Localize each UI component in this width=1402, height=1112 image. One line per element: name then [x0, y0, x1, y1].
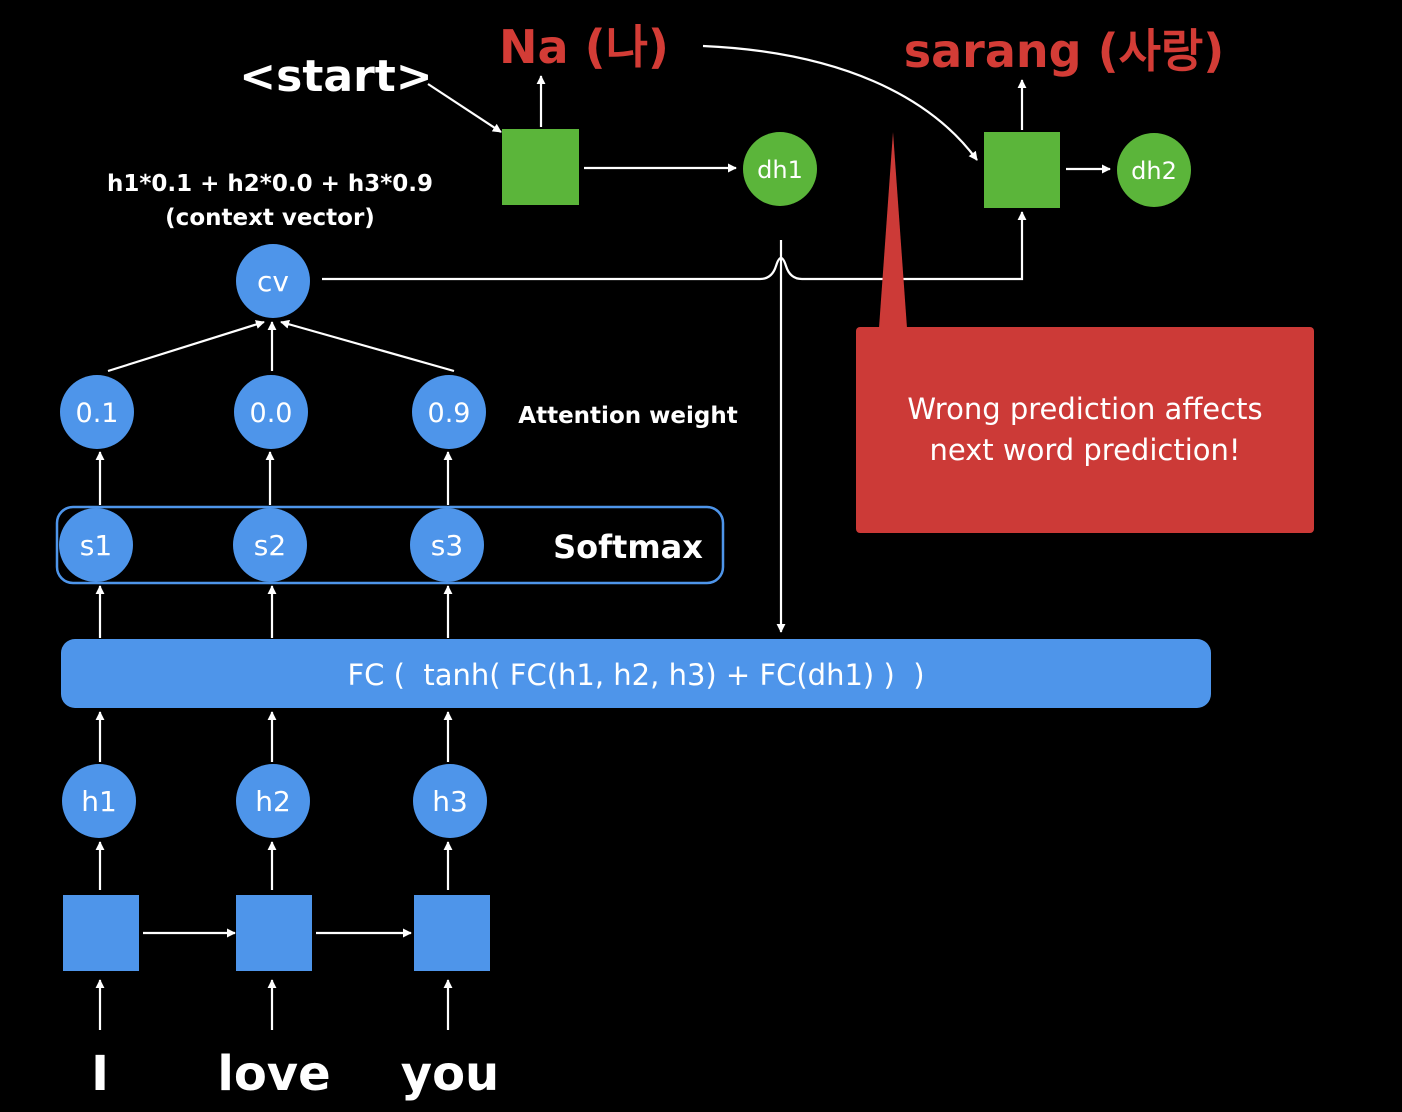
score-s3 [410, 508, 484, 582]
softmax-box [55, 505, 725, 585]
score-s1 [59, 508, 133, 582]
softmax-label: Softmax [553, 528, 703, 566]
score-s3-label: s3 [431, 529, 463, 562]
attention-weight-1 [60, 375, 134, 449]
context-caption: (context vector) [165, 205, 375, 231]
arrow-cv-dec2 [322, 211, 1027, 281]
attention-weight-1-label: 0.1 [76, 398, 119, 429]
decoder-cell-1 [502, 129, 579, 205]
context-formula: h1*0.1 + h2*0.0 + h3*0.9 [107, 171, 433, 197]
hidden-state-h1 [62, 764, 136, 838]
context-vector-node-label: cv [257, 265, 289, 298]
hidden-state-h1-label: h1 [81, 785, 117, 818]
fc-bar [61, 639, 1211, 708]
encoder-cell-2 [236, 895, 312, 971]
callout-line-2: next word prediction! [929, 433, 1241, 467]
input-word-2: love [217, 1046, 330, 1102]
arrow-w1-cv [107, 320, 265, 373]
start-token: <start> [239, 51, 432, 102]
fc-bar-label: FC ( tanh( FC(h1, h2, h3) + FC(dh1) ) ) [347, 658, 924, 692]
arrow-out1-dec2 [702, 44, 978, 161]
score-s1-label: s1 [80, 529, 112, 562]
hidden-state-h3-label: h3 [432, 785, 468, 818]
encoder-cell-1 [63, 895, 139, 971]
attention-weight-2 [234, 375, 308, 449]
attention-weight-3-label: 0.9 [428, 398, 471, 429]
hidden-state-h3 [413, 764, 487, 838]
arrow-start-dec1 [427, 83, 502, 133]
decoder-state-dh2 [1117, 133, 1191, 207]
input-word-1: I [91, 1046, 109, 1102]
decoder-cell-2 [984, 132, 1060, 208]
decoder-state-dh2-label: dh2 [1131, 157, 1177, 185]
score-s2-label: s2 [254, 529, 286, 562]
decoder-state-dh1-label: dh1 [757, 156, 803, 184]
hidden-state-h2 [236, 764, 310, 838]
decoder-state-dh1 [743, 132, 817, 206]
connectors [95, 44, 1111, 1030]
decoder-output-2: sarang (사랑) [904, 24, 1225, 78]
attention-weight-label: Attention weight [518, 403, 737, 429]
callout-line-1: Wrong prediction affects [907, 392, 1263, 426]
arrow-w3-cv [280, 319, 455, 373]
attention-weight-3 [412, 375, 486, 449]
error-callout: Wrong prediction affects next word predi… [856, 327, 1314, 533]
context-vector-node [236, 244, 310, 318]
decoder-output-1: Na (나) [499, 20, 669, 74]
score-s2 [233, 508, 307, 582]
input-word-3: you [401, 1046, 499, 1102]
attention-weight-2-label: 0.0 [250, 398, 293, 429]
encoder-cell-3 [414, 895, 490, 971]
hidden-state-h2-label: h2 [255, 785, 291, 818]
callout-pointer [879, 132, 907, 328]
